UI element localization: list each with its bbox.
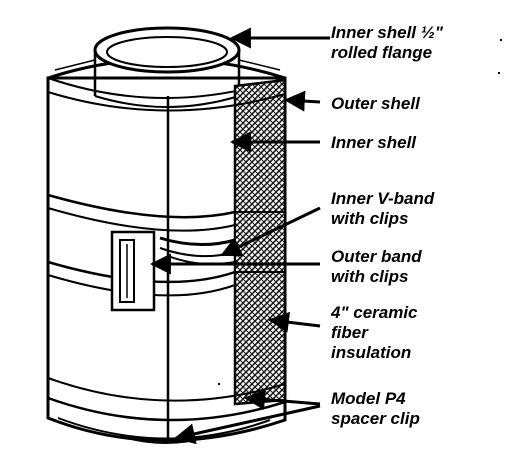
- arrow-outer-shell: [283, 90, 321, 112]
- scan-specks: [218, 39, 502, 385]
- upper-band-ring: [47, 193, 236, 232]
- arrow-spacer-clip-2: [173, 404, 321, 445]
- label-inner-v-band: Inner V-band with clips: [331, 189, 435, 228]
- arrow-spacer-clip-1: [243, 389, 321, 410]
- ceramic-insulation-column: [233, 78, 287, 406]
- arrow-ceramic-insulation: [267, 311, 321, 333]
- label-outer-shell: Outer shell: [331, 94, 420, 113]
- label-outer-band: Outer band with clips: [331, 247, 422, 286]
- lower-rims: [47, 377, 286, 444]
- label-ceramic-insulation: 4" ceramic fiber insulation: [331, 303, 418, 362]
- label-inner-shell-flange: Inner shell ½" rolled flange: [331, 23, 443, 62]
- label-spacer-clip: Model P4 spacer clip: [331, 389, 420, 428]
- leader-arrows: [149, 27, 330, 445]
- top-rim-details: [47, 59, 286, 112]
- label-inner-shell: Inner shell: [331, 133, 417, 152]
- band-clip: [110, 230, 156, 312]
- arrow-inner-v-band: [220, 206, 321, 257]
